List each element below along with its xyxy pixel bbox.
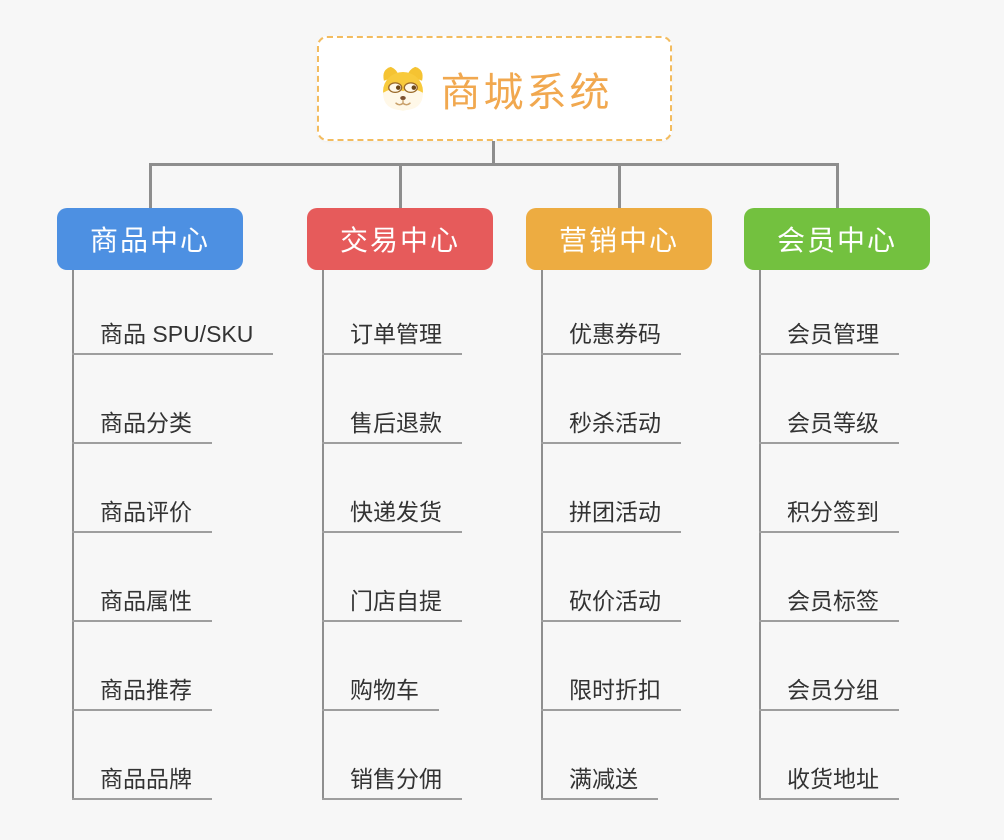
connector-drop-product-center [149,163,152,208]
branch-item-product-center-0[interactable]: 商品 SPU/SKU [72,319,274,355]
branch-header-member-center[interactable]: 会员中心 [744,208,930,270]
branch-line-trade-center [322,270,324,800]
branch-line-product-center [72,270,74,800]
branch-header-trade-center[interactable]: 交易中心 [307,208,493,270]
branch-item-marketing-center-3[interactable]: 砍价活动 [541,586,681,622]
branch-item-marketing-center-2[interactable]: 拼团活动 [541,497,681,533]
connector-drop-member-center [836,163,839,208]
branch-item-trade-center-5[interactable]: 销售分佣 [322,764,462,800]
branch-item-product-center-4[interactable]: 商品推荐 [72,675,212,711]
branch-line-marketing-center [541,270,543,800]
branch-item-trade-center-4[interactable]: 购物车 [322,675,439,711]
branch-item-product-center-1[interactable]: 商品分类 [72,408,212,444]
branch-item-product-center-2[interactable]: 商品评价 [72,497,212,533]
branch-item-marketing-center-0[interactable]: 优惠券码 [541,319,681,355]
branch-item-marketing-center-1[interactable]: 秒杀活动 [541,408,681,444]
branch-item-member-center-3[interactable]: 会员标签 [759,586,899,622]
branch-item-trade-center-3[interactable]: 门店自提 [322,586,462,622]
branch-line-member-center [759,270,761,800]
branch-item-trade-center-0[interactable]: 订单管理 [322,319,462,355]
branch-item-member-center-0[interactable]: 会员管理 [759,319,899,355]
dog-face-icon [382,66,423,111]
branch-item-product-center-5[interactable]: 商品品牌 [72,764,212,800]
branch-item-marketing-center-5[interactable]: 满减送 [541,764,658,800]
branch-item-marketing-center-4[interactable]: 限时折扣 [541,675,681,711]
branch-item-trade-center-2[interactable]: 快递发货 [322,497,462,533]
branch-item-member-center-1[interactable]: 会员等级 [759,408,899,444]
branch-item-member-center-5[interactable]: 收货地址 [759,764,899,800]
branch-header-marketing-center[interactable]: 营销中心 [526,208,712,270]
root-node[interactable]: 商城系统 [317,36,672,141]
branch-header-product-center[interactable]: 商品中心 [57,208,243,270]
connector-drop-marketing-center [618,163,621,208]
branch-item-product-center-3[interactable]: 商品属性 [72,586,212,622]
connector-drop-trade-center [399,163,402,208]
branch-item-member-center-2[interactable]: 积分签到 [759,497,899,533]
branch-item-trade-center-1[interactable]: 售后退款 [322,408,462,444]
connector-root-stub [492,141,495,163]
branch-item-member-center-4[interactable]: 会员分组 [759,675,899,711]
root-title: 商城系统 [440,70,613,115]
connector-horizontal-rail [149,163,839,166]
